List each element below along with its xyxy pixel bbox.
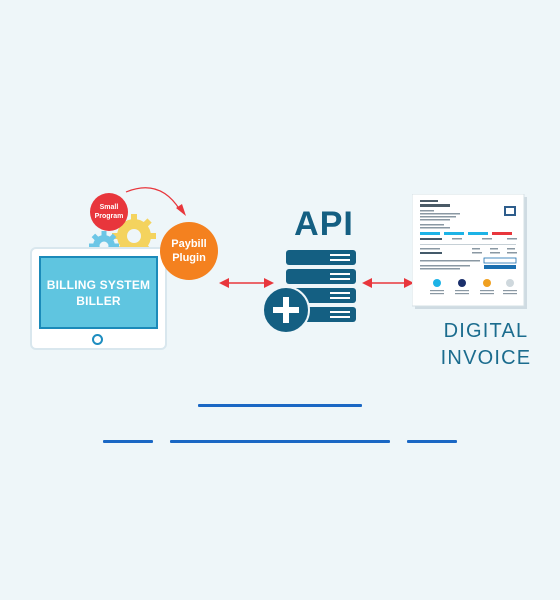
double-arrow-icon: [219, 278, 274, 288]
plus-icon: [262, 286, 310, 334]
digital-invoice-line-2: INVOICE: [440, 347, 532, 369]
monitor-screen: BILLING SYSTEM BILLER: [39, 256, 158, 329]
document-icon: [412, 194, 527, 309]
paybill-label-2: Plugin: [172, 252, 206, 264]
small-program-label-1: Small: [99, 204, 119, 211]
digital-invoice-title: DIGITAL INVOICE: [426, 318, 546, 372]
divider-line-left: [103, 440, 153, 443]
divider-line-center: [170, 440, 390, 443]
api-label: API: [294, 205, 354, 243]
digital-invoice-line-1: DIGITAL: [443, 320, 529, 342]
divider-line-top: [198, 404, 362, 407]
monitor-home-button: [92, 334, 103, 345]
small-program-badge: Small Program: [90, 193, 128, 231]
double-arrow-icon: [362, 278, 414, 288]
divider-line-right: [407, 440, 457, 443]
paybill-plugin-badge: Paybill Plugin: [160, 222, 218, 280]
paybill-label-1: Paybill: [171, 238, 207, 250]
small-program-label-2: Program: [94, 213, 124, 220]
billing-system-label: BILLING SYSTEM BILLER: [46, 277, 151, 308]
curved-arrow-icon: [125, 187, 186, 216]
biller-monitor: BILLING SYSTEM BILLER: [30, 247, 167, 350]
